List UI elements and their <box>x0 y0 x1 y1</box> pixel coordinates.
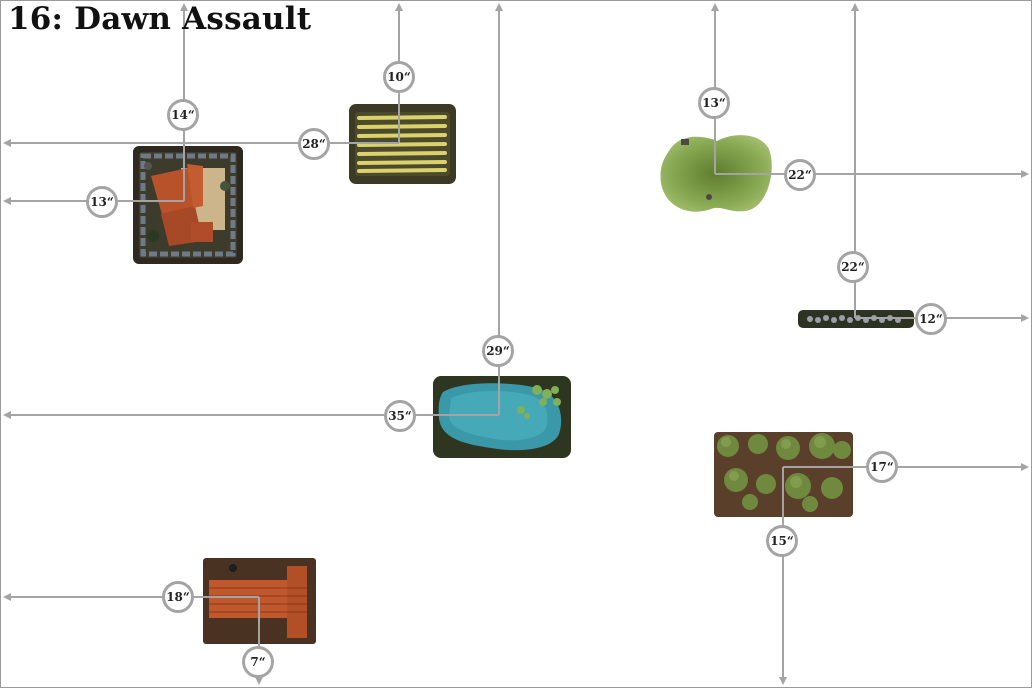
distance-label-pond-left: 35“ <box>384 400 416 432</box>
distance-label-forest-right: 17“ <box>866 451 898 483</box>
distance-label-forest-bottom: 15“ <box>766 525 798 557</box>
distance-label-wall-top: 22“ <box>837 251 869 283</box>
distance-label-wall-right: 12“ <box>915 303 947 335</box>
scenario-title: 16: Dawn Assault <box>8 1 312 37</box>
distance-label-house-top: 14“ <box>167 99 199 131</box>
distance-label-hill-top: 13“ <box>698 87 730 119</box>
distance-label-farm-bottom: 7“ <box>242 646 274 678</box>
distance-label-house-left: 13“ <box>86 186 118 218</box>
distance-label-farm-left: 18“ <box>162 581 194 613</box>
distance-label-wheat-left: 28“ <box>298 128 330 160</box>
wheat-field-terrain[interactable] <box>349 104 456 184</box>
ruined-house-terrain[interactable] <box>133 146 243 264</box>
distance-label-wheat-top: 10“ <box>383 61 415 93</box>
distance-label-hill-right: 22“ <box>784 159 816 191</box>
distance-label-pond-top: 29“ <box>482 335 514 367</box>
